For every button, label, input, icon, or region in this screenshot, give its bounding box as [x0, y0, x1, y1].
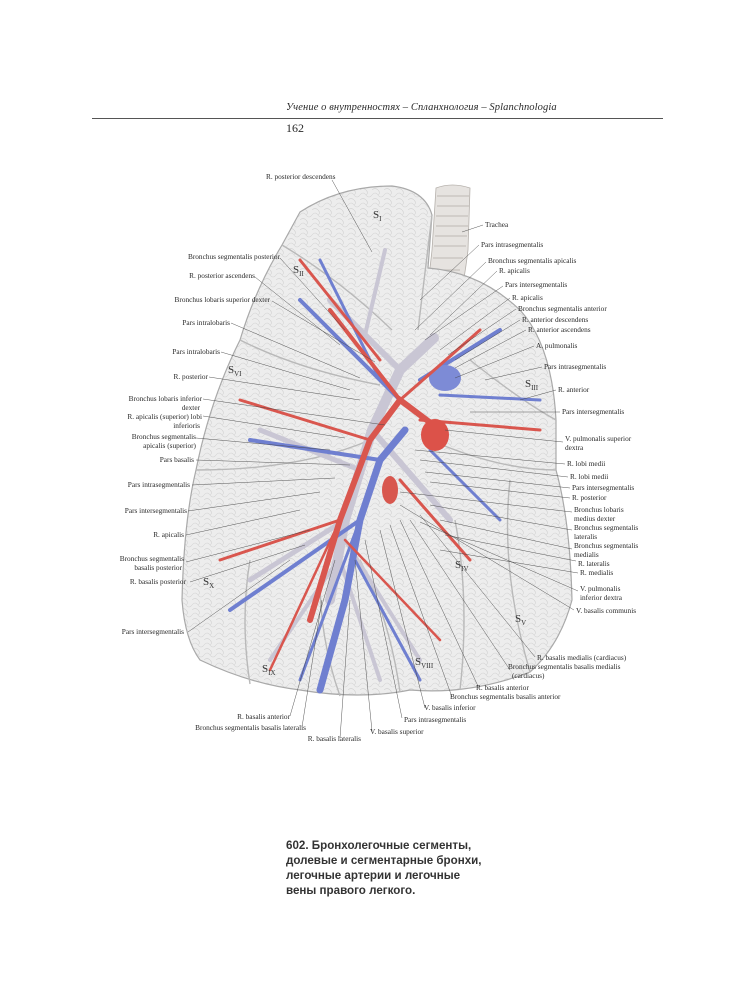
label-right: Pars intersegmentalis [505, 280, 567, 289]
label-right: V. pulmonalis [580, 584, 621, 593]
label-bottom: Bronchus segmentalis basalis anterior [450, 692, 561, 701]
label-right: Pars intrasegmentalis [544, 362, 606, 371]
label-right: lateralis [574, 532, 597, 541]
segment-label-s5: SV [515, 613, 526, 627]
label-right: R. medialis [580, 568, 613, 577]
label-bottom: (cardiacus) [512, 671, 545, 680]
label-left: inferioris [173, 421, 200, 430]
label-left: R. posterior ascendens [189, 271, 255, 280]
labels-left: Bronchus segmentalis posterior R. poster… [120, 252, 281, 636]
label-top: R. posterior descendens [266, 172, 336, 181]
header-rule [92, 118, 663, 119]
label-right: R. anterior [558, 385, 590, 394]
labels-right: Trachea Pars intrasegmentalis Bronchus s… [481, 220, 638, 615]
segment-markers: SI SII SIII SIV SV SVI SVIII SIX SX [203, 209, 539, 677]
label-right: inferior dextra [580, 593, 623, 602]
label-right: dextra [565, 443, 584, 452]
segment-label-s1: SI [373, 209, 382, 223]
label-right: R. apicalis [512, 293, 543, 302]
label-left: basalis posterior [134, 563, 182, 572]
label-right: Bronchus segmentalis apicalis [488, 256, 577, 265]
label-left: Bronchus lobaris superior dexter [175, 295, 271, 304]
page-number: 162 [286, 121, 304, 135]
label-bottom: Pars intrasegmentalis [404, 715, 466, 724]
label-left: R. apicalis [153, 530, 184, 539]
segment-label-s9: SIX [262, 663, 276, 677]
label-right: medius dexter [574, 514, 616, 523]
segment-label-s2: SII [293, 264, 304, 278]
label-left: R. basalis posterior [130, 577, 187, 586]
segment-label-s8: SVIII [415, 656, 434, 670]
caption-line: вены правого легкого. [286, 884, 416, 897]
label-left: Pars intrasegmentalis [128, 480, 190, 489]
labels-bottom: R. basalis medialis (cardiacus) Bronchus… [195, 653, 627, 743]
label-right: Pars intrasegmentalis [481, 240, 543, 249]
label-left: Bronchus lobaris inferior [129, 394, 203, 403]
label-bottom: Bronchus segmentalis basalis medialis [508, 662, 621, 671]
label-right: Bronchus segmentalis [574, 523, 638, 532]
label-right: R. lobi medii [567, 459, 605, 468]
label-right: R. apicalis [499, 266, 530, 275]
label-left: R. posterior [174, 372, 209, 381]
label-left: Pars intralobaris [172, 347, 220, 356]
label-right: A. pulmonalis [536, 341, 578, 350]
lung-outline [181, 185, 573, 697]
label-right: medialis [574, 550, 599, 559]
label-right: R. posterior [572, 493, 607, 502]
labels-top: R. posterior descendens [266, 172, 336, 181]
label-bottom: Bronchus segmentalis basalis lateralis [195, 723, 306, 732]
running-head: Учение о внутренностях – Спланхнология –… [286, 102, 557, 113]
label-left: Pars basalis [160, 455, 194, 464]
label-right: Bronchus lobaris [574, 505, 624, 514]
label-bottom: R. basalis lateralis [308, 734, 361, 743]
label-right: V. pulmonalis superior [565, 434, 632, 443]
segment-label-s3: SIII [525, 378, 539, 392]
label-right: V. basalis communis [576, 606, 636, 615]
label-right: Pars intersegmentalis [572, 483, 634, 492]
label-right: R. anterior ascendens [528, 325, 591, 334]
caption-line: легочные артерии и легочные [286, 869, 461, 882]
label-left: Bronchus segmentalis [120, 554, 184, 563]
segment-label-s4: SIV [455, 559, 469, 573]
label-right: R. lateralis [578, 559, 610, 568]
leader-lines [185, 179, 579, 739]
label-bottom: V. basalis superior [370, 727, 424, 736]
pulmonary-veins [228, 258, 542, 694]
label-right: Bronchus segmentalis [574, 541, 638, 550]
figure-caption: 602. Бронхолегочные сегменты, долевые и … [286, 838, 526, 898]
segment-label-s10: SX [203, 576, 214, 590]
label-right: R. anterior descendens [522, 315, 588, 324]
caption-line: 602. Бронхолегочные сегменты, [286, 839, 472, 852]
label-right: R. lobi medii [570, 472, 608, 481]
label-bottom: R. basalis medialis (cardiacus) [537, 653, 627, 662]
caption-line: долевые и сегментарные бронхи, [286, 854, 482, 867]
label-right: Bronchus segmentalis anterior [518, 304, 607, 313]
label-bottom: V. basalis inferior [424, 703, 476, 712]
label-left: dexter [182, 403, 201, 412]
label-left: Pars intersegmentalis [125, 506, 187, 515]
label-left: Pars intralobaris [182, 318, 230, 327]
label-bottom: R. basalis anterior [237, 712, 290, 721]
label-left: apicalis (superior) [143, 441, 196, 450]
label-left: Bronchus segmentalis posterior [188, 252, 281, 261]
label-left: R. apicalis (superior) lobi [127, 412, 202, 421]
label-left: Pars intersegmentalis [122, 627, 184, 636]
label-left: Bronchus segmentalis [132, 432, 196, 441]
label-bottom: R. basalis anterior [476, 683, 529, 692]
label-right: Pars intersegmentalis [562, 407, 624, 416]
label-right: Trachea [485, 220, 509, 229]
segment-label-s6: SVI [228, 364, 242, 378]
